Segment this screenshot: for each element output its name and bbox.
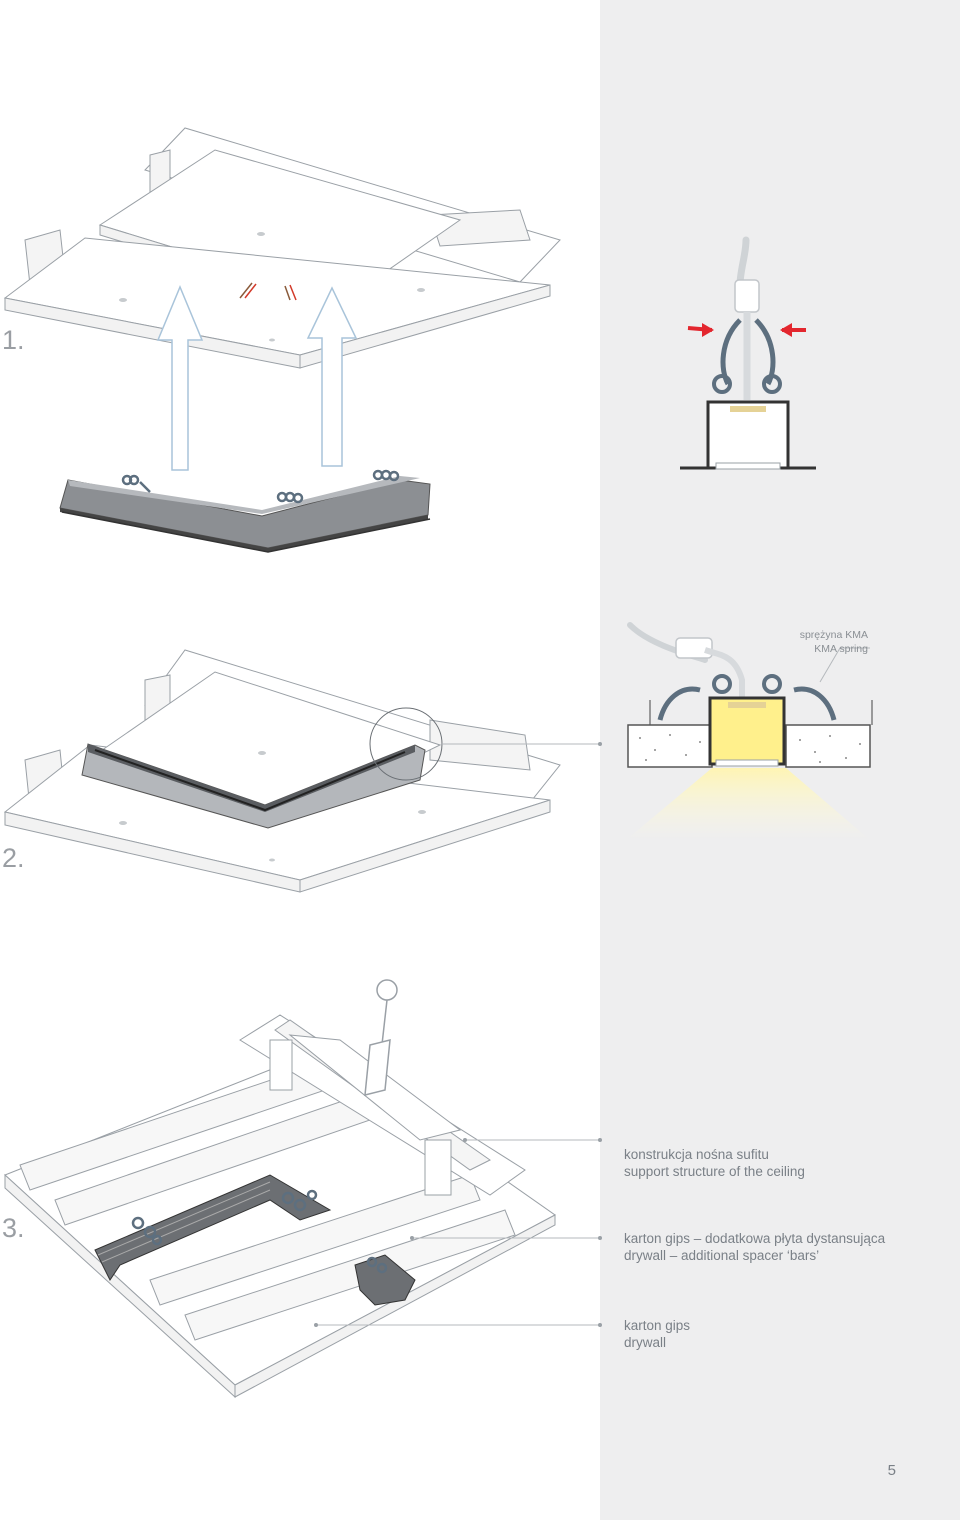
callout-spacer-en: drywall – additional spacer ‘bars’ — [624, 1248, 820, 1263]
step1-section-detail — [680, 236, 816, 470]
step1-screws — [119, 232, 425, 342]
page-number: 5 — [887, 1462, 896, 1479]
callout-spring: sprężyna KMA KMA spring — [760, 628, 868, 656]
leader-dot — [598, 742, 602, 746]
callout-drywall: karton gips drywall — [624, 1317, 690, 1351]
step1-ceiling — [3, 127, 561, 369]
callout-spacer: karton gips – dodatkowa płyta dystansują… — [624, 1230, 885, 1264]
step-number-3: 3. — [2, 1213, 25, 1243]
callout-support-pl: konstrukcja nośna sufitu — [624, 1147, 769, 1162]
callout-spacer-pl: karton gips – dodatkowa płyta dystansują… — [624, 1231, 886, 1246]
callout-spring-en: KMA spring — [814, 643, 868, 655]
step3-leaders — [316, 1139, 600, 1326]
step2-screws — [119, 751, 426, 862]
step3-ceiling — [4, 1014, 556, 1399]
step1-profile — [59, 476, 431, 553]
step1-wires — [239, 282, 297, 301]
callout-drywall-pl: karton gips — [624, 1318, 691, 1333]
leader-dots — [314, 1138, 602, 1327]
callout-support: konstrukcja nośna sufitu support structu… — [624, 1146, 805, 1180]
step1-springs — [121, 469, 400, 504]
step2-recessed-profile — [81, 743, 426, 829]
step3-springs — [131, 1189, 388, 1274]
callout-spring-pl: sprężyna KMA — [799, 629, 868, 641]
step3-hanger — [364, 979, 398, 1096]
step-number-2: 2. — [2, 843, 25, 873]
step3-profiles — [94, 1174, 416, 1306]
step1-up-arrows — [156, 285, 358, 471]
step-number-1: 1. — [2, 325, 25, 355]
callout-support-en: support structure of the ceiling — [624, 1164, 805, 1179]
callout-drywall-en: drywall — [624, 1335, 667, 1350]
step2-section-detail — [626, 622, 873, 840]
